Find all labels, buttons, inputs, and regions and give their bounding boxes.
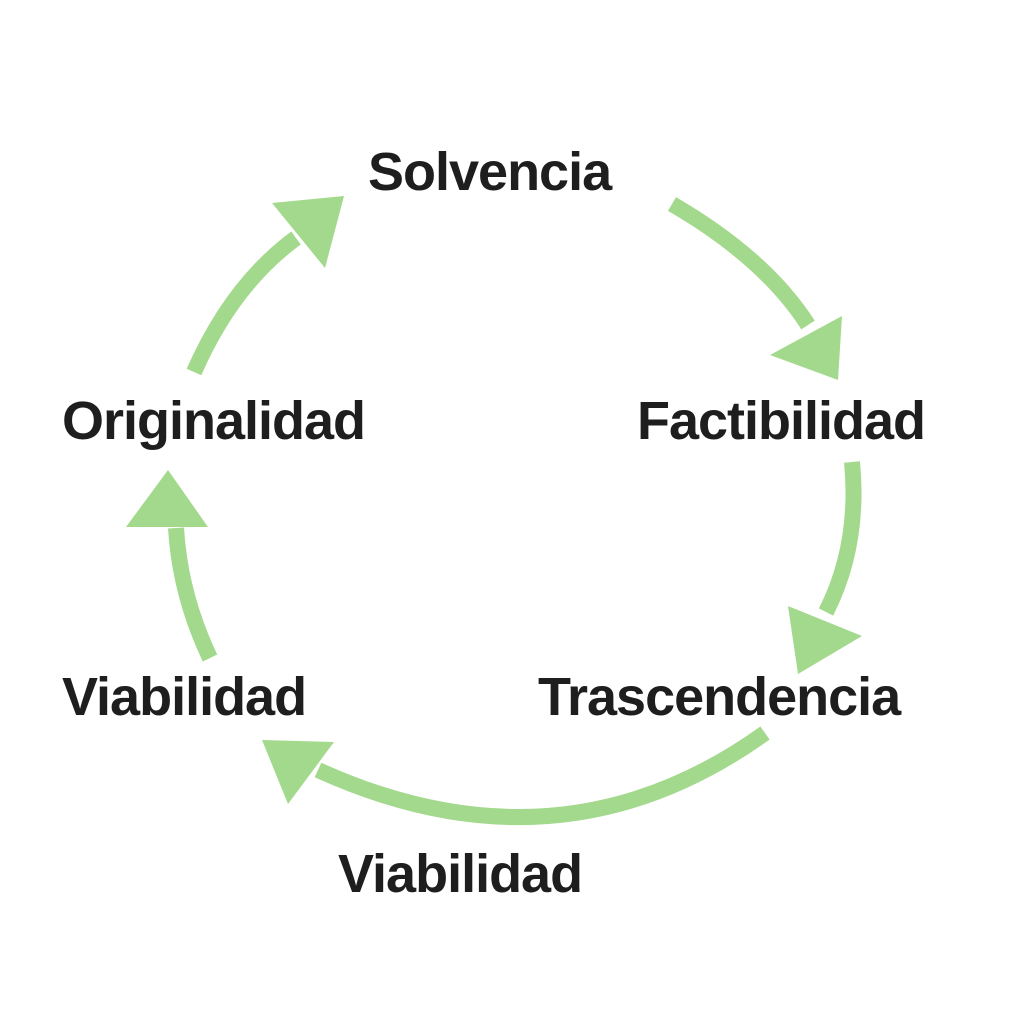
arrow-trascendencia-to-viabilidad: [314, 726, 770, 826]
arrow-factibilidad-to-trascendencia: [818, 461, 862, 616]
arrow-solvencia-to-factibilidad: [667, 197, 815, 330]
node-label-solvencia: Solvencia: [368, 142, 612, 202]
node-label-factibilidad: Factibilidad: [637, 391, 926, 451]
arrowhead-to-originalidad: [126, 470, 208, 527]
node-label-trascendencia: Trascendencia: [538, 667, 901, 727]
arrowhead-to-trascendencia: [788, 606, 862, 674]
arrow-viabilidad-to-originalidad: [168, 527, 218, 662]
arrowhead-to-viabilidad: [262, 740, 334, 804]
node-label-viabilidad-bottom: Viabilidad: [338, 844, 583, 904]
arrow-originalidad-to-solvencia: [186, 231, 301, 376]
arrowhead-to-solvencia: [272, 196, 344, 268]
node-label-viabilidad-left: Viabilidad: [62, 667, 307, 727]
arrowhead-to-factibilidad: [770, 316, 842, 380]
node-label-originalidad: Originalidad: [62, 391, 366, 451]
